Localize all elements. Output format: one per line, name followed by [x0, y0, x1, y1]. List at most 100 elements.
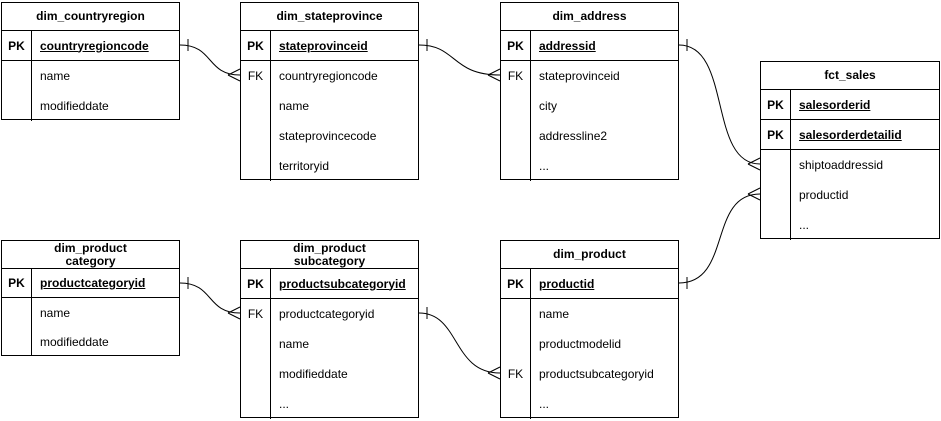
crow-foot-prong [227, 312, 241, 320]
edge-path [418, 44, 501, 76]
field-name: productid [539, 276, 595, 291]
table-row[interactable]: modifieddate [2, 327, 179, 356]
key-label [241, 359, 271, 389]
key-label [501, 329, 531, 359]
table-row[interactable]: territoryid [241, 151, 418, 181]
field-name: name [279, 337, 310, 351]
edge-path [179, 44, 241, 76]
key-label [241, 91, 271, 121]
table-dim_stateprovince[interactable]: dim_stateprovince PK stateprovinceid FK … [240, 2, 419, 181]
key-label: FK [241, 61, 271, 91]
key-label [241, 389, 271, 419]
key-label: PK [241, 31, 271, 60]
key-label [501, 299, 531, 329]
table-row[interactable]: FK stateprovinceid [501, 61, 678, 91]
field-name: countryregioncode [279, 69, 378, 83]
table-row[interactable]: FK countryregioncode [241, 61, 418, 91]
key-label: FK [501, 359, 531, 389]
key-label: FK [501, 61, 531, 91]
table-row[interactable]: PK productid [501, 269, 678, 299]
field-name: city [539, 99, 557, 113]
table-row[interactable]: PK productsubcategoryid [241, 269, 418, 299]
field-name: name [279, 99, 310, 113]
field-name: productcategoryid [279, 307, 375, 321]
edge-path [179, 282, 241, 314]
table-row[interactable]: productmodelid [501, 329, 678, 359]
table-row[interactable]: ... [241, 389, 418, 419]
crow-foot-prong [747, 193, 761, 201]
key-label: PK [761, 90, 791, 119]
table-row[interactable]: ... [501, 389, 678, 419]
relationship-countryregion-stateprovince[interactable] [179, 39, 241, 82]
table-row[interactable]: PK addressid [501, 31, 678, 61]
field-name: ... [799, 218, 810, 232]
table-dim_product[interactable]: dim_product PK productid name productmod… [500, 240, 679, 419]
crow-foot-prong [227, 74, 241, 82]
table-row[interactable]: PK salesorderdetailid [761, 120, 939, 150]
table-title: dim_stateprovince [241, 3, 418, 31]
table-row[interactable]: name [2, 298, 179, 327]
field-name: countryregioncode [40, 38, 149, 53]
table-dim_productsubcategory[interactable]: dim_product subcategory PK productsubcat… [240, 240, 419, 419]
table-dim_countryregion[interactable]: dim_countryregion PK countryregioncode n… [1, 2, 180, 121]
table-title: dim_product category [2, 241, 179, 269]
key-label [501, 389, 531, 419]
key-label: PK [761, 120, 791, 149]
crow-foot-prong [747, 187, 761, 195]
field-name: addressid [539, 38, 596, 53]
key-label [761, 210, 791, 240]
relationship-stateprovince-address[interactable] [418, 39, 501, 82]
field-name: stateprovinceid [539, 69, 620, 83]
table-row[interactable]: name [501, 299, 678, 329]
relationship-product-fctsales[interactable] [678, 187, 761, 289]
table-dim_productcategory[interactable]: dim_product category PK productcategoryi… [1, 240, 180, 356]
table-row[interactable]: FK productcategoryid [241, 299, 418, 329]
table-row[interactable]: PK productcategoryid [2, 269, 179, 298]
table-row[interactable]: modifieddate [241, 359, 418, 389]
table-row[interactable]: addressline2 [501, 121, 678, 151]
table-row[interactable]: shiptoaddressid [761, 150, 939, 180]
table-dim_address[interactable]: dim_address PK addressid FK stateprovinc… [500, 2, 679, 181]
table-row[interactable]: name [2, 61, 179, 91]
field-name: stateprovinceid [279, 38, 368, 53]
table-row[interactable]: ... [501, 151, 678, 181]
table-row[interactable]: city [501, 91, 678, 121]
field-name: ... [539, 397, 550, 411]
field-name: ... [279, 397, 290, 411]
key-label: PK [241, 269, 271, 298]
field-name: shiptoaddressid [799, 158, 884, 172]
edge-path [678, 44, 761, 165]
field-name: productmodelid [539, 337, 622, 351]
key-label [501, 151, 531, 181]
field-name: modifieddate [279, 367, 348, 381]
table-row[interactable]: stateprovincecode [241, 121, 418, 151]
table-row[interactable]: productid [761, 180, 939, 210]
table-row[interactable]: FK productsubcategoryid [501, 359, 678, 389]
table-title: dim_product [501, 241, 678, 269]
table-row[interactable]: modifieddate [2, 91, 179, 121]
table-row[interactable]: PK stateprovinceid [241, 31, 418, 61]
crow-foot-prong [747, 157, 761, 165]
crow-foot-prong [487, 372, 501, 380]
relationship-productsubcategory-product[interactable] [418, 307, 501, 380]
relationship-productcategory-productsubcategory[interactable] [179, 277, 241, 320]
key-label: FK [241, 299, 271, 329]
key-label [2, 298, 32, 327]
field-name: ... [539, 159, 550, 173]
key-label [2, 327, 32, 356]
key-label [2, 61, 32, 91]
table-row[interactable]: PK salesorderid [761, 90, 939, 120]
crow-foot-prong [487, 68, 501, 76]
edge-path [418, 312, 501, 374]
crow-foot-prong [227, 306, 241, 314]
key-label: PK [2, 31, 32, 60]
key-label [241, 121, 271, 151]
table-row[interactable]: ... [761, 210, 939, 240]
relationship-address-fctsales[interactable] [678, 39, 761, 171]
table-row[interactable]: name [241, 329, 418, 359]
table-fct_sales[interactable]: fct_sales PK salesorderid PK salesorderd… [760, 61, 940, 240]
key-label [761, 180, 791, 210]
table-row[interactable]: PK countryregioncode [2, 31, 179, 61]
table-row[interactable]: name [241, 91, 418, 121]
